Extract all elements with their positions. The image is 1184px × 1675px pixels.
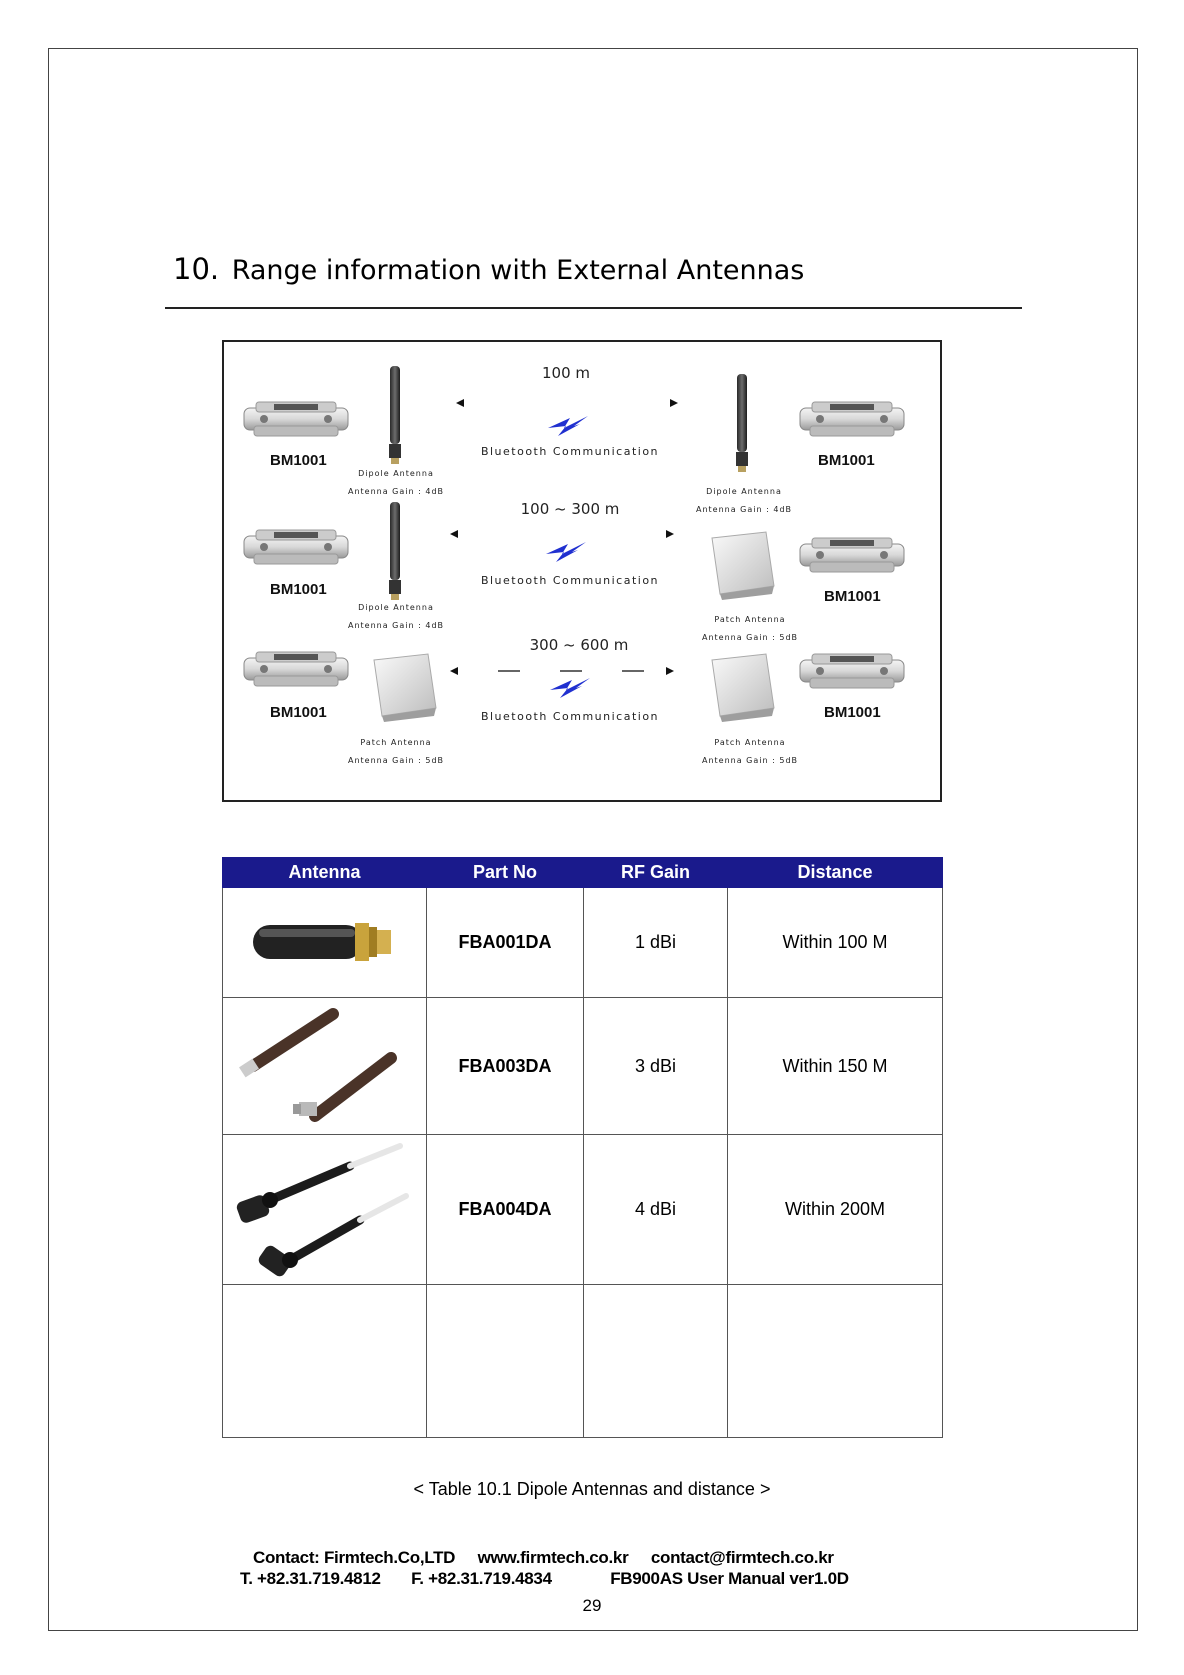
bm1001-module-icon — [243, 401, 349, 437]
page-border — [48, 48, 1138, 1631]
left-antenna-name: Dipole Antenna — [358, 469, 434, 478]
header-part-no: Part No — [426, 857, 584, 888]
patch-antenna-icon — [711, 653, 775, 723]
arrow-right-icon — [666, 667, 674, 675]
antenna-image-cell — [222, 1134, 427, 1285]
part-no-cell — [426, 1284, 584, 1438]
comm-label: Bluetooth Communication — [481, 574, 659, 587]
arrow-right-icon — [666, 530, 674, 538]
section-title: 10. Range information with External Ante… — [173, 252, 804, 286]
left-model-label: BM1001 — [270, 704, 327, 721]
right-antenna-gain: Antenna Gain : 5dB — [702, 756, 798, 765]
table-caption: < Table 10.1 Dipole Antennas and distanc… — [413, 1479, 771, 1499]
antenna-image-cell — [222, 997, 427, 1135]
diagram-row-2: BM1001 Dipole Antenna Antenna Gain : 4dB… — [243, 500, 905, 642]
section-number: 10. — [173, 252, 220, 286]
bluetooth-signal-icon — [548, 416, 588, 436]
table-row: FBA004DA 4 dBi Within 200M — [222, 1134, 943, 1285]
left-antenna-gain: Antenna Gain : 5dB — [348, 756, 444, 765]
distance-cell: Within 200M — [727, 1134, 943, 1285]
rf-gain-cell: 3 dBi — [583, 997, 728, 1135]
right-model-label: BM1001 — [824, 588, 881, 605]
right-model-label: BM1001 — [818, 452, 875, 469]
stubby-antenna-icon — [252, 922, 391, 961]
footer-email: contact@firmtech.co.kr — [650, 1548, 834, 1567]
footer-web: www.firmtech.co.kr — [477, 1548, 629, 1567]
footer-contact-line: Contact: Firmtech.Co,LTD www.firmtech.co… — [253, 1548, 834, 1568]
table-header-row: Antenna Part No RF Gain Distance — [222, 857, 943, 888]
footer-tel: T. +82.31.719.4812 — [240, 1569, 381, 1588]
dipole-antenna-icon — [389, 502, 401, 600]
comm-label: Bluetooth Communication — [481, 710, 659, 723]
bluetooth-signal-icon — [550, 678, 590, 698]
table-row: FBA001DA 1 dBi Within 100 M — [222, 887, 943, 998]
part-no-cell: FBA001DA — [426, 887, 584, 998]
antenna-image-cell — [222, 1284, 427, 1438]
right-antenna-name: Patch Antenna — [714, 615, 785, 624]
left-model-label: BM1001 — [270, 581, 327, 598]
header-distance: Distance — [727, 857, 943, 888]
left-antenna-name: Dipole Antenna — [358, 603, 434, 612]
footer-fax: F. +82.31.719.4834 — [411, 1569, 552, 1588]
part-no-cell: FBA003DA — [426, 997, 584, 1135]
arrow-left-icon — [450, 530, 458, 538]
bluetooth-signal-icon — [546, 542, 586, 562]
right-model-label: BM1001 — [824, 704, 881, 721]
distance-cell — [727, 1284, 943, 1438]
left-antenna-gain: Antenna Gain : 4dB — [348, 621, 444, 630]
rf-gain-cell — [583, 1284, 728, 1438]
rf-gain-cell: 1 dBi — [583, 887, 728, 998]
left-antenna-gain: Antenna Gain : 4dB — [348, 487, 444, 496]
table-row — [222, 1284, 943, 1438]
dipole-antenna-icon — [389, 366, 401, 464]
page-number: 29 — [582, 1596, 602, 1615]
black-swivel-antenna-icon — [236, 1142, 409, 1276]
bm1001-module-icon — [799, 401, 905, 437]
bm1001-module-icon — [799, 653, 905, 689]
rf-gain-cell: 4 dBi — [583, 1134, 728, 1285]
header-rf-gain: RF Gain — [583, 857, 728, 888]
diagram-row-3: BM1001 Patch Antenna Antenna Gain : 5dB … — [243, 636, 905, 765]
patch-antenna-icon — [711, 531, 775, 601]
header-antenna: Antenna — [222, 857, 427, 888]
antenna-image-cell — [222, 887, 427, 998]
range-label: 300 ~ 600 m — [530, 636, 629, 654]
bm1001-module-icon — [799, 537, 905, 573]
part-no-cell: FBA004DA — [426, 1134, 584, 1285]
antenna-table: Antenna Part No RF Gain Distance FBA001D… — [222, 857, 943, 1438]
section-heading: Range information with External Antennas — [231, 255, 805, 286]
distance-cell: Within 150 M — [727, 997, 943, 1135]
bm1001-module-icon — [243, 651, 349, 687]
range-diagram: BM1001 Dipole Antenna Antenna Gain : 4dB… — [222, 340, 942, 802]
distance-cell: Within 100 M — [727, 887, 943, 998]
dipole-antenna-icon — [736, 374, 748, 472]
footer-manual: FB900AS User Manual ver1.0D — [610, 1569, 849, 1588]
right-antenna-name: Dipole Antenna — [706, 487, 782, 496]
bm1001-module-icon — [243, 529, 349, 565]
patch-antenna-icon — [373, 653, 437, 723]
arrow-left-icon — [450, 667, 458, 675]
arrow-right-icon — [670, 399, 678, 407]
left-antenna-name: Patch Antenna — [360, 738, 431, 747]
range-label: 100 m — [542, 364, 590, 382]
right-antenna-gain: Antenna Gain : 4dB — [696, 505, 792, 514]
table-row: FBA003DA 3 dBi Within 150 M — [222, 997, 943, 1135]
footer-phone-line: T. +82.31.719.4812 F. +82.31.719.4834 FB… — [240, 1569, 849, 1589]
diagram-row-1: BM1001 Dipole Antenna Antenna Gain : 4dB… — [243, 364, 905, 514]
footer-contact: Contact: Firmtech.Co,LTD — [253, 1548, 456, 1567]
title-rule — [165, 307, 1022, 309]
range-label: 100 ~ 300 m — [521, 500, 620, 518]
right-antenna-name: Patch Antenna — [714, 738, 785, 747]
arrow-left-icon — [456, 399, 464, 407]
right-antenna-gain: Antenna Gain : 5dB — [702, 633, 798, 642]
left-model-label: BM1001 — [270, 452, 327, 469]
comm-label: Bluetooth Communication — [481, 445, 659, 458]
brown-swivel-antenna-icon — [238, 1008, 397, 1122]
